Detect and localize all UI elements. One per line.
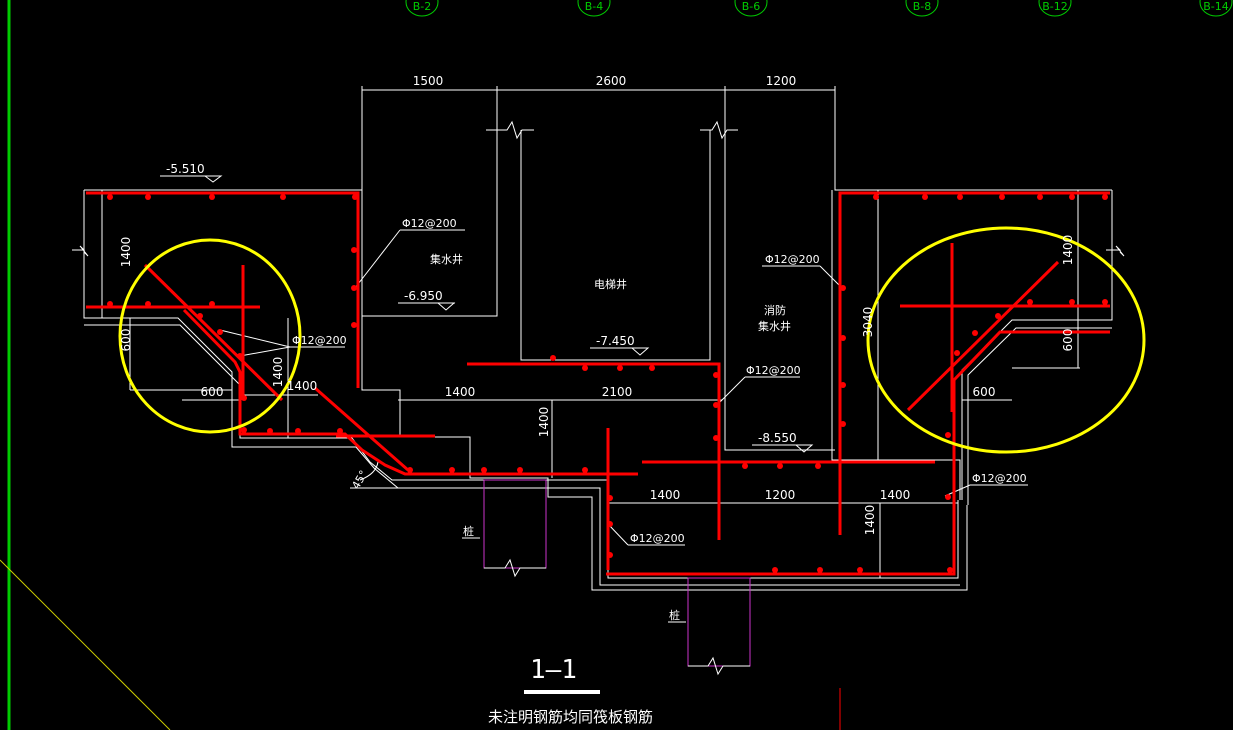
- elevation-label: -7.450: [596, 334, 635, 348]
- rebar-label: Φ12@200: [402, 217, 457, 230]
- dim-text: 600: [201, 385, 224, 399]
- axis-bubble: B-6: [734, 0, 768, 17]
- pile-label: 桩: [463, 524, 474, 538]
- dim-text: 1400: [1061, 235, 1075, 266]
- axis-label: B-8: [913, 0, 932, 13]
- dim-text: 600: [119, 329, 133, 352]
- dimension-texts: 1500 2600 1200 1400 600 600 1400 1400 14…: [119, 74, 1075, 535]
- dim-text: 3040: [861, 307, 875, 338]
- rebar-label: Φ12@200: [765, 253, 820, 266]
- elevation-label: -8.550: [758, 431, 797, 445]
- pile-right: [687, 577, 751, 667]
- dim-text: 1400: [863, 505, 877, 536]
- axis-bubble: B-4: [577, 0, 611, 17]
- dim-text: 600: [1061, 329, 1075, 352]
- room-label-fire-sump: 集水井: [758, 319, 791, 333]
- axis-bubble: B-14: [1199, 0, 1233, 17]
- axis-label: B-12: [1042, 0, 1068, 13]
- dim-text: 1200: [765, 488, 796, 502]
- dim-text: 1400: [271, 357, 285, 388]
- rebar: [86, 191, 1110, 576]
- highlight-left: [118, 238, 302, 434]
- elevation-label: -6.950: [404, 289, 443, 303]
- dim-text: 1400: [287, 379, 318, 393]
- rebar-label: Φ12@200: [972, 472, 1027, 485]
- room-label-sump: 集水井: [430, 252, 463, 266]
- dim-text: 1400: [880, 488, 911, 502]
- elevation-label: -5.510: [166, 162, 205, 176]
- highlight-circles: [118, 226, 1146, 454]
- pile-left: [483, 479, 547, 569]
- dim-text: 1500: [413, 74, 444, 88]
- dim-text: 1400: [537, 407, 551, 438]
- axis-label: B-6: [742, 0, 761, 13]
- dim-text: 1400: [650, 488, 681, 502]
- dim-text: 1400: [445, 385, 476, 399]
- dim-text: 600: [973, 385, 996, 399]
- footnote: 未注明钢筋均同筏板钢筋: [488, 708, 653, 726]
- room-label-elevator-pit: 电梯井: [594, 277, 627, 291]
- dim-text: 1200: [766, 74, 797, 88]
- axis-bubble: B-12: [1038, 0, 1072, 17]
- rebar-label: Φ12@200: [746, 364, 801, 377]
- dim-text: 2600: [596, 74, 627, 88]
- axis-label: B-4: [585, 0, 604, 13]
- axis-bubbles: B-2 B-4 B-6 B-8 B-12 B-14: [405, 0, 1233, 17]
- rebar-label: Φ12@200: [630, 532, 685, 545]
- highlight-right: [866, 226, 1146, 454]
- elevation-texts: -5.510 -6.950 -7.450 -8.550: [166, 162, 797, 445]
- dim-text: 1400: [119, 237, 133, 268]
- axis-bubble: B-8: [905, 0, 939, 17]
- room-labels: 集水井 电梯井 消防 集水井: [430, 252, 791, 333]
- construction-line: [0, 559, 171, 730]
- pile-label: 桩: [669, 608, 680, 622]
- axis-label: B-2: [413, 0, 432, 13]
- dimension-lines: [101, 86, 1080, 623]
- elevation-markers: [203, 175, 814, 453]
- rebar-dots: [107, 194, 1108, 573]
- room-label-fire: 消防: [764, 303, 786, 317]
- axis-bubble: B-2: [405, 0, 439, 17]
- axis-label: B-14: [1203, 0, 1229, 13]
- section-title: 1—1: [530, 655, 577, 685]
- rebar-label-texts: Φ12@200 Φ12@200 Φ12@200 Φ12@200 Φ12@200 …: [292, 217, 1027, 545]
- concrete-outline: [72, 86, 1125, 676]
- rebar-label: Φ12@200: [292, 334, 347, 347]
- dim-text: 2100: [602, 385, 633, 399]
